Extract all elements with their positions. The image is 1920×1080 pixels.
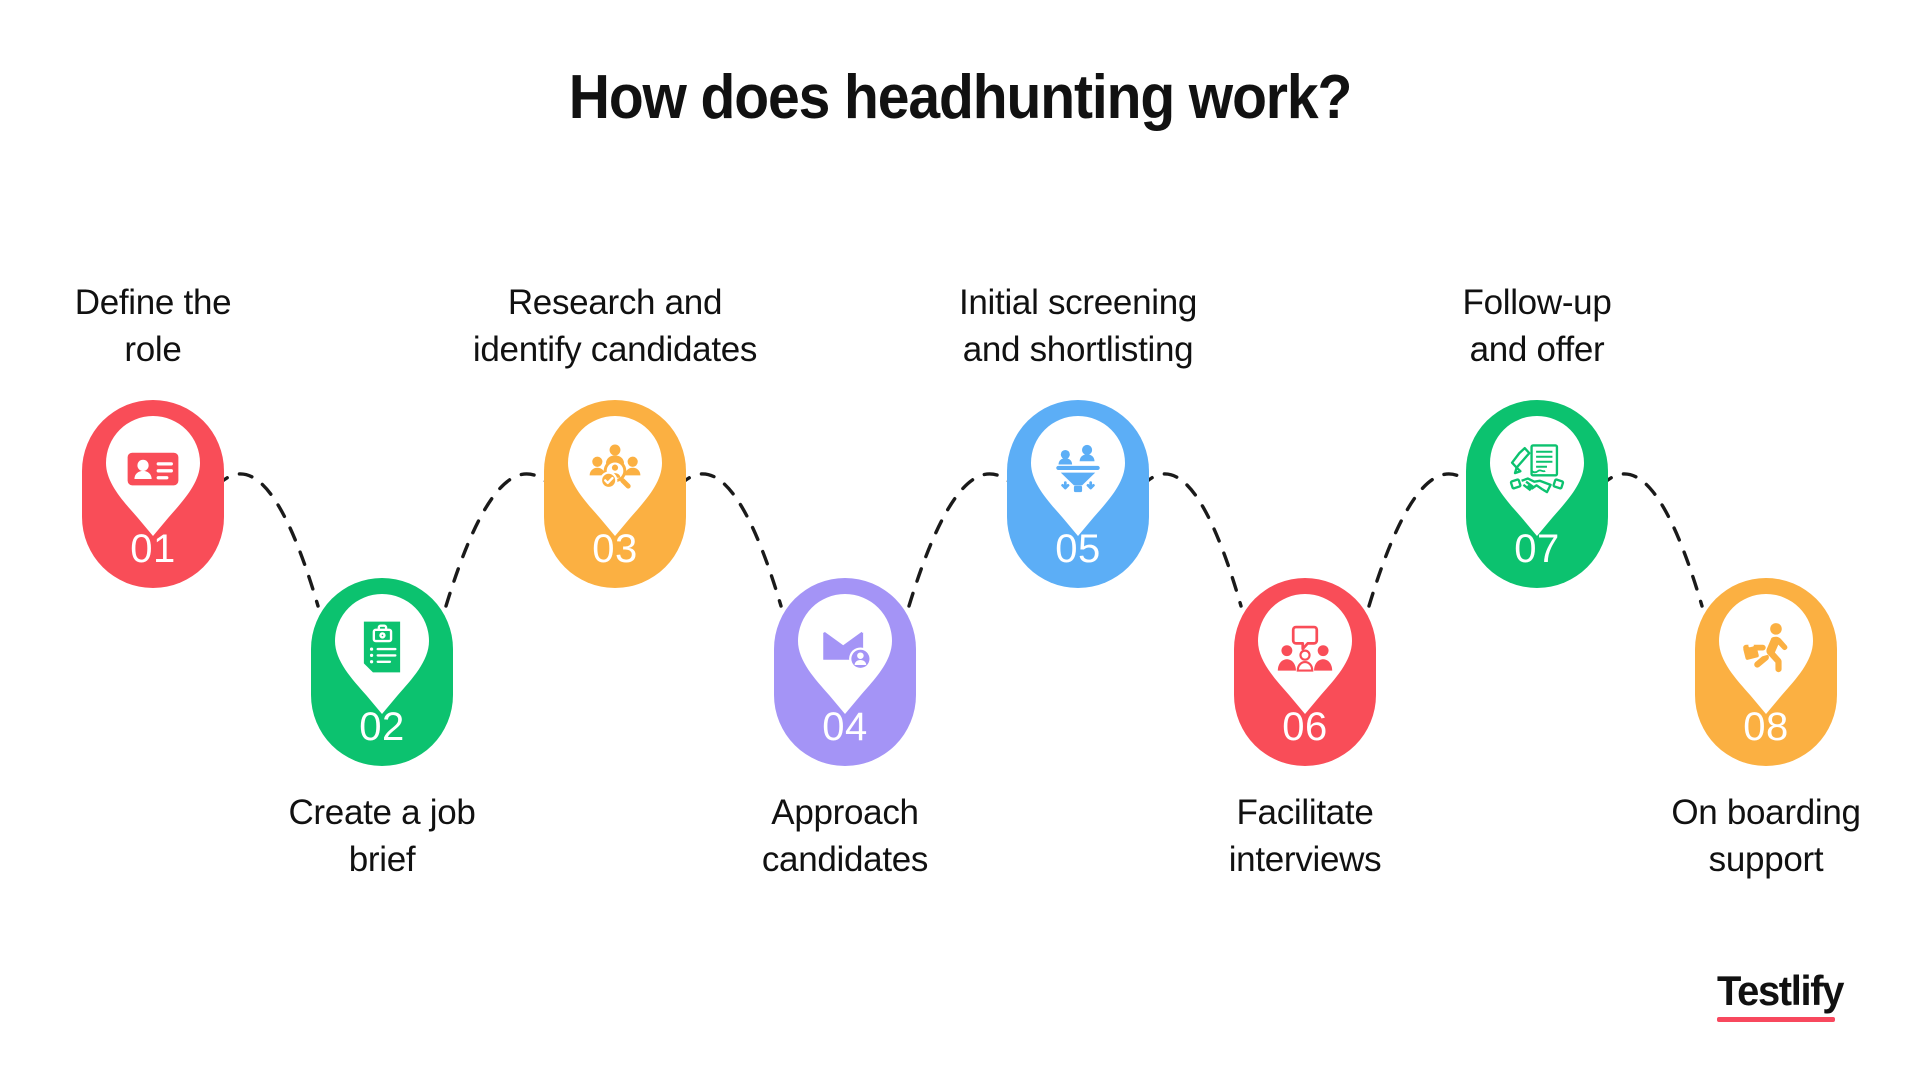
step-caption: Facilitate interviews	[1228, 793, 1382, 879]
logo-wordmark: Testlify	[1717, 967, 1844, 1014]
step-03[interactable]: 03 Research and identify candidates	[465, 283, 765, 588]
job-brief-document-icon	[353, 618, 411, 676]
step-caption: Approach candidates	[761, 793, 929, 879]
candidate-search-group-icon	[586, 440, 644, 498]
step-08[interactable]: 08 On boarding support	[1616, 578, 1916, 879]
page-title: How does headhunting work?	[568, 63, 1353, 132]
step-caption: Follow-up and offer	[1462, 283, 1612, 370]
step-marker-pill: 08	[1695, 578, 1837, 766]
step-number: 07	[1514, 527, 1560, 571]
step-caption: On boarding support	[1671, 793, 1861, 879]
step-number: 05	[1055, 527, 1101, 571]
step-marker-pill: 04	[774, 578, 916, 766]
step-marker-pill: 03	[544, 400, 686, 588]
step-number: 02	[359, 705, 405, 749]
step-caption: Define the role	[74, 283, 232, 370]
step-marker-pill: 02	[311, 578, 453, 766]
step-number: 03	[592, 527, 638, 571]
step-number: 04	[822, 705, 868, 749]
candidate-funnel-icon	[1049, 440, 1107, 498]
step-marker-pill: 05	[1007, 400, 1149, 588]
step-marker-pill: 07	[1466, 400, 1608, 588]
testlify-logo: Testlify	[1717, 967, 1850, 1022]
running-employee-icon	[1737, 618, 1795, 676]
step-marker-pill: 01	[82, 400, 224, 588]
step-number: 01	[130, 527, 176, 571]
contract-handshake-icon	[1508, 440, 1566, 498]
step-01[interactable]: 01 Define the role	[3, 283, 303, 588]
step-number: 08	[1743, 705, 1789, 749]
step-marker-pill: 06	[1234, 578, 1376, 766]
step-caption: Initial screening and shortlisting	[958, 283, 1198, 370]
interview-conversation-icon	[1276, 618, 1334, 676]
step-05[interactable]: 05 Initial screening and shortlisting	[928, 283, 1228, 588]
map-pin-shape	[1710, 592, 1822, 728]
envelope-contact-icon	[816, 618, 874, 676]
step-07[interactable]: 07 Follow-up and offer	[1387, 283, 1687, 588]
id-card-icon	[124, 440, 182, 498]
step-caption: Create a job brief	[288, 793, 476, 879]
step-number: 06	[1282, 705, 1328, 749]
logo-underline	[1717, 1017, 1836, 1022]
step-caption: Research and identify candidates	[472, 283, 758, 370]
